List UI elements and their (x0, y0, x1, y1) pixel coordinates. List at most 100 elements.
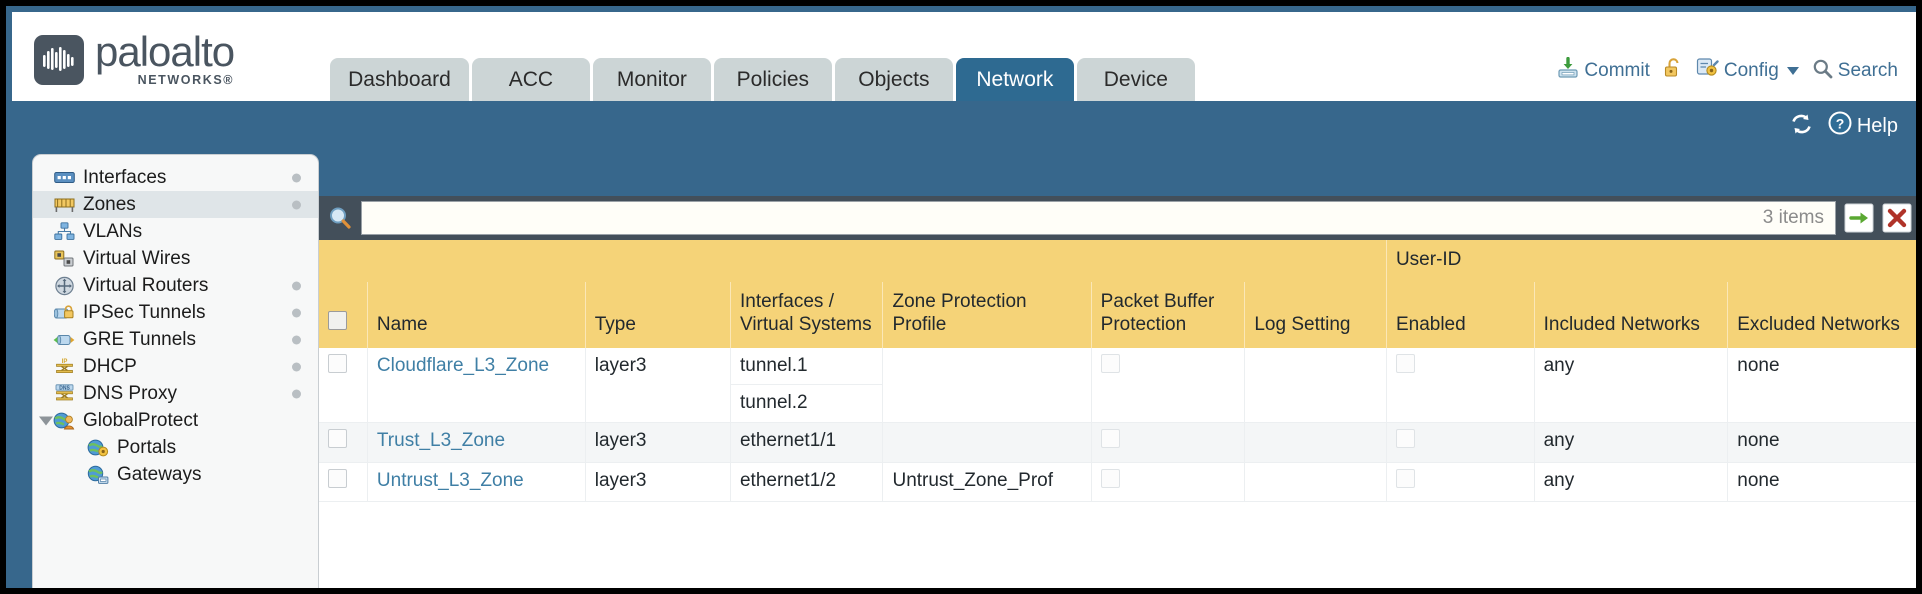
cell-userid-enabled[interactable] (1386, 422, 1535, 463)
commit-button[interactable]: Commit (1557, 56, 1650, 85)
tab-objects[interactable]: Objects (834, 58, 953, 101)
zones-icon (53, 195, 75, 215)
svg-text:IP: IP (61, 359, 67, 365)
column-header-included-networks[interactable]: Included Networks (1534, 282, 1729, 348)
tab-policies[interactable]: Policies (713, 58, 832, 101)
cell-interfaces: ethernet1/2 (730, 462, 884, 503)
sidebar-item-label: Portals (117, 436, 177, 458)
filter-input[interactable]: 3 items (361, 201, 1836, 235)
table-header-row: Name Type Interfaces / Virtual Systems Z… (319, 282, 1916, 348)
packet-buffer-protection-checkbox[interactable] (1100, 353, 1120, 373)
cell-type: layer3 (585, 462, 731, 503)
zone-name-link[interactable]: Untrust_L3_Zone (376, 469, 524, 491)
row-select-cell[interactable] (319, 347, 368, 423)
packet-buffer-protection-checkbox[interactable] (1100, 468, 1120, 488)
cell-userid-enabled[interactable] (1386, 347, 1535, 423)
column-header-enabled[interactable]: Enabled (1386, 282, 1535, 348)
help-label: Help (1856, 114, 1898, 137)
sidebar-item-label: VLANs (83, 220, 143, 242)
unlock-button[interactable] (1663, 57, 1683, 85)
sidebar-item-globalprotect[interactable]: GlobalProtect (33, 407, 318, 434)
sidebar-item-label: Interfaces (83, 166, 167, 188)
sidebar-item-dns-proxy[interactable]: DNS DNS Proxy (33, 380, 318, 407)
status-dot (292, 389, 301, 398)
sidebar-item-virtual-routers[interactable]: Virtual Routers (33, 272, 318, 299)
sidebar-item-gateways[interactable]: Gateways (33, 461, 318, 488)
vlans-icon (53, 222, 75, 242)
cell-interfaces: ethernet1/1 (730, 422, 884, 463)
tab-monitor[interactable]: Monitor (592, 58, 711, 101)
userid-enabled-checkbox[interactable] (1395, 353, 1415, 373)
search-label: Search (1837, 60, 1898, 81)
row-checkbox[interactable] (328, 353, 347, 373)
search-button[interactable]: Search (1812, 58, 1898, 85)
tab-dashboard[interactable]: Dashboard (330, 58, 469, 101)
cell-name[interactable]: Untrust_L3_Zone (367, 462, 586, 503)
portals-icon (87, 438, 109, 458)
sidebar-item-virtual-wires[interactable]: Virtual Wires (33, 245, 318, 272)
cell-name[interactable]: Cloudflare_L3_Zone (367, 347, 586, 423)
sidebar-item-dhcp[interactable]: IP DHCP (33, 353, 318, 380)
packet-buffer-protection-checkbox[interactable] (1100, 428, 1120, 448)
row-checkbox[interactable] (328, 468, 347, 488)
cell-packet-buffer-protection[interactable] (1091, 462, 1246, 503)
help-button[interactable]: ? Help (1828, 111, 1898, 141)
top-header-bar: paloalto NETWORKS® Dashboard ACC Monitor… (12, 12, 1916, 101)
row-checkbox[interactable] (328, 428, 347, 448)
table-row[interactable]: Cloudflare_L3_Zone layer3 tunnel.1 tunne… (319, 347, 1916, 423)
sidebar-item-label: GRE Tunnels (83, 328, 196, 350)
zone-name-link[interactable]: Trust_L3_Zone (376, 429, 506, 451)
zone-name-link[interactable]: Cloudflare_L3_Zone (376, 354, 550, 376)
sidebar-item-gre-tunnels[interactable]: GRE Tunnels (33, 326, 318, 353)
sidebar-item-portals[interactable]: Portals (33, 434, 318, 461)
column-header-zone-protection-profile[interactable]: Zone Protection Profile (882, 282, 1092, 348)
gre-tunnels-icon (53, 330, 75, 350)
item-count-label: 3 items (1762, 207, 1824, 228)
clear-x-icon[interactable] (1882, 203, 1912, 233)
group-header-userid: User-ID (1385, 240, 1916, 283)
sidebar-item-vlans[interactable]: VLANs (33, 218, 318, 245)
commit-label: Commit (1584, 60, 1650, 81)
chevron-down-icon[interactable] (39, 416, 53, 425)
cell-type: layer3 (585, 347, 731, 423)
paloalto-logo[interactable]: paloalto NETWORKS® (34, 31, 235, 87)
row-select-cell[interactable] (319, 422, 368, 463)
search-magnifier-icon (1812, 58, 1833, 85)
network-sidebar: Interfaces Zones (32, 154, 319, 588)
cell-userid-enabled[interactable] (1386, 462, 1535, 503)
table-row[interactable]: Untrust_L3_Zone layer3 ethernet1/2 Untru… (319, 462, 1916, 503)
column-header-packet-buffer-protection[interactable]: Packet Buffer Protection (1091, 282, 1246, 348)
sidebar-item-zones[interactable]: Zones (33, 191, 318, 218)
column-header-interfaces[interactable]: Interfaces / Virtual Systems (730, 282, 884, 348)
chevron-down-icon[interactable] (1786, 67, 1799, 75)
sidebar-item-ipsec-tunnels[interactable]: IPSec Tunnels (33, 299, 318, 326)
column-header-name[interactable]: Name (367, 282, 586, 348)
status-dot (292, 173, 301, 182)
config-menu-button[interactable]: Config (1696, 57, 1799, 85)
userid-enabled-checkbox[interactable] (1395, 428, 1415, 448)
tab-device[interactable]: Device (1076, 58, 1195, 101)
column-header-log-setting[interactable]: Log Setting (1244, 282, 1387, 348)
cell-included-networks: any (1534, 422, 1729, 463)
cell-interfaces: tunnel.1 tunnel.2 (730, 347, 884, 423)
select-all-checkbox[interactable] (328, 311, 347, 331)
cell-packet-buffer-protection[interactable] (1091, 347, 1246, 423)
userid-enabled-checkbox[interactable] (1395, 468, 1415, 488)
column-header-excluded-networks[interactable]: Excluded Networks (1727, 282, 1916, 348)
cell-zone-protection-profile (882, 347, 1092, 423)
status-dot (292, 281, 301, 290)
cell-name[interactable]: Trust_L3_Zone (367, 422, 586, 463)
refresh-icon[interactable] (1789, 112, 1814, 141)
tab-network[interactable]: Network (955, 58, 1074, 101)
sidebar-item-label: IPSec Tunnels (83, 301, 206, 323)
tab-acc[interactable]: ACC (471, 58, 590, 101)
apply-arrow-icon[interactable] (1844, 203, 1874, 233)
row-select-cell[interactable] (319, 462, 368, 503)
table-row[interactable]: Trust_L3_Zone layer3 ethernet1/1 any (319, 422, 1916, 463)
cell-packet-buffer-protection[interactable] (1091, 422, 1246, 463)
sidebar-item-interfaces[interactable]: Interfaces (33, 164, 318, 191)
column-header-type[interactable]: Type (585, 282, 731, 348)
cell-log-setting (1244, 422, 1387, 463)
select-all-header[interactable] (319, 282, 368, 348)
